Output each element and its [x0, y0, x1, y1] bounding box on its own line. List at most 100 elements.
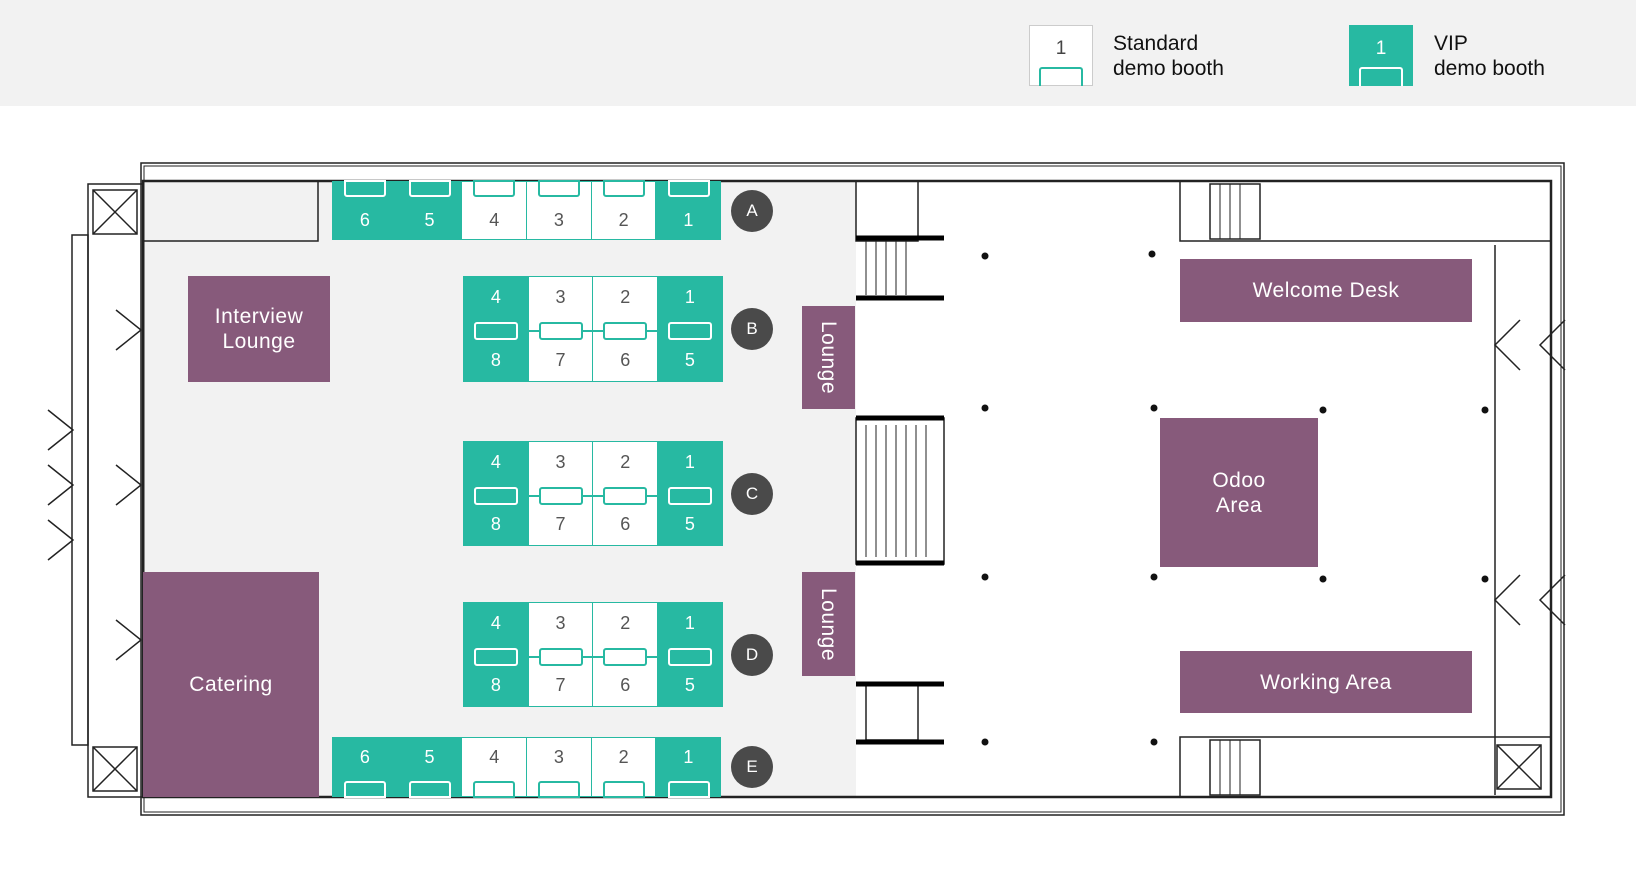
row-marker-E: E [731, 746, 773, 788]
table-icon [603, 647, 648, 666]
table-icon [668, 486, 713, 505]
table-icon [667, 781, 710, 798]
legend-vip-swatch: 1 [1349, 25, 1413, 86]
zone-lounge-2[interactable]: Lounge [802, 572, 855, 676]
booth-number-bottom: 6 [620, 675, 631, 695]
booth-number-top: 2 [620, 287, 631, 307]
zone-odoo-area[interactable]: Odoo Area [1160, 418, 1318, 567]
zone-catering[interactable]: Catering [143, 572, 319, 797]
booth-number-bottom: 7 [555, 675, 566, 695]
booth-number-top: 1 [684, 287, 695, 307]
legend-vip-number: 1 [1375, 38, 1387, 59]
booth-E5[interactable]: 5 [396, 737, 463, 798]
table-icon [602, 180, 645, 197]
booth-number-bottom: 5 [684, 514, 695, 534]
booth-number-top: 1 [684, 452, 695, 472]
booth-number: 2 [618, 210, 629, 230]
booth-number-top: 4 [490, 613, 501, 633]
row-marker-A: A [731, 189, 773, 232]
table-icon [602, 781, 645, 798]
booth-E6[interactable]: 6 [332, 737, 398, 798]
booth-E4[interactable]: 4 [461, 737, 528, 798]
booth-number: 1 [683, 210, 694, 230]
table-icon [474, 322, 518, 340]
table-icon [538, 781, 581, 798]
booth-number: 4 [489, 746, 500, 767]
booth-number: 4 [489, 210, 500, 230]
booth-A4[interactable]: 4 [461, 180, 528, 240]
table-icon [1359, 67, 1403, 86]
booth-A3[interactable]: 3 [526, 180, 592, 240]
zone-lounge-1[interactable]: Lounge [802, 306, 855, 409]
booth-number: 6 [359, 746, 370, 767]
booth-number-top: 4 [490, 287, 501, 307]
booth-number-top: 3 [555, 452, 566, 472]
legend-standard-swatch: 1 [1029, 25, 1093, 86]
zone-welcome-desk[interactable]: Welcome Desk [1180, 259, 1472, 322]
row-marker-D: D [731, 633, 773, 676]
legend-standard-line1: Standard [1113, 32, 1199, 55]
table-icon [538, 647, 583, 666]
table-icon [538, 322, 583, 340]
table-icon [668, 322, 713, 340]
booth-number-top: 2 [620, 613, 631, 633]
zone-lounge-2-label: Lounge [817, 587, 841, 661]
row-marker-C: C [731, 472, 773, 515]
booth-A6[interactable]: 6 [332, 180, 398, 240]
zone-interview-lounge[interactable]: Interview Lounge [188, 276, 330, 382]
booth-A5[interactable]: 5 [396, 180, 463, 240]
table-icon [408, 180, 451, 197]
table-icon [538, 180, 581, 197]
legend-vip-line2: demo booth [1434, 57, 1545, 80]
zone-working-area[interactable]: Working Area [1180, 651, 1472, 713]
booth-E3[interactable]: 3 [526, 737, 592, 798]
booth-number-bottom: 6 [620, 514, 631, 534]
legend-standard-line2: demo booth [1113, 57, 1224, 80]
booth-number: 5 [424, 746, 435, 767]
table-icon [344, 781, 386, 798]
booth-number-bottom: 7 [555, 350, 566, 370]
booth-number: 3 [553, 210, 564, 230]
booth-number-top: 1 [684, 613, 695, 633]
table-icon [408, 781, 451, 798]
table-icon [473, 781, 516, 798]
booth-A2[interactable]: 2 [590, 180, 657, 240]
booth-number: 2 [618, 746, 629, 767]
booth-A1[interactable]: 1 [655, 180, 722, 240]
booth-number: 6 [359, 210, 370, 230]
booth-number-bottom: 8 [490, 675, 501, 695]
table-icon [1039, 67, 1083, 86]
booth-number-top: 4 [490, 452, 501, 472]
table-icon [538, 486, 583, 505]
booth-number-top: 3 [555, 613, 566, 633]
booth-number-bottom: 7 [555, 514, 566, 534]
table-icon [473, 180, 516, 197]
booth-E2[interactable]: 2 [590, 737, 657, 798]
table-icon [474, 486, 518, 505]
table-icon [667, 180, 710, 197]
table-icon [668, 647, 713, 666]
booth-number: 3 [553, 746, 564, 767]
booth-number-bottom: 8 [490, 350, 501, 370]
booth-E1[interactable]: 1 [655, 737, 722, 798]
table-icon [603, 322, 648, 340]
booth-number-bottom: 5 [684, 675, 695, 695]
zone-lounge-1-label: Lounge [817, 320, 841, 395]
booth-number-bottom: 8 [490, 514, 501, 534]
